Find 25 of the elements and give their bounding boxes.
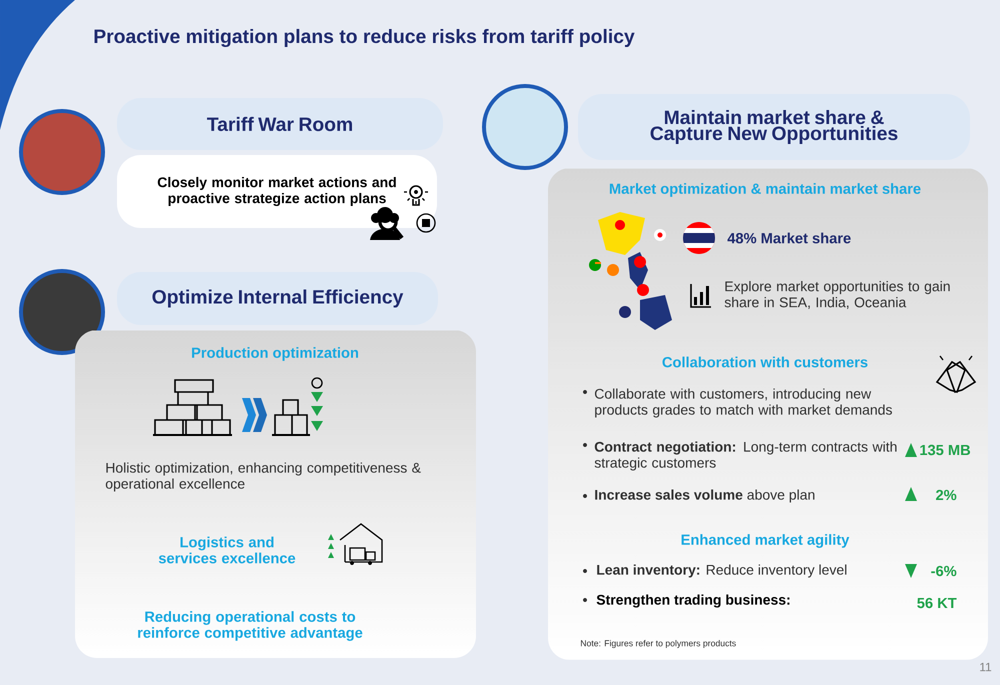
bullet-text: Strengthen trading business: (596, 594, 790, 608)
bullet-text: Contract negotiation: Long-term contracts with strategic customers (594, 441, 896, 471)
heading-pill: Tariff War Room (117, 98, 443, 150)
bullet-text: Lean inventory: Reduce inventory level (597, 564, 846, 578)
value-text: 56 KT (917, 598, 957, 608)
heading-pill: Maintain market share & Capture New Opportunities (578, 94, 970, 160)
value-text: -6% (931, 566, 956, 576)
market-share-text: 48% Market share (728, 232, 851, 244)
heading-pill: Optimize Internal Efficiency (117, 272, 438, 325)
subheading: Collaboration with customers (662, 356, 868, 368)
description-box: Closely monitor market actions and proactive strategize action plans (117, 155, 437, 228)
bullet-text: Collaborate with customers, introducing new products grades to match with market demands (594, 388, 892, 418)
page-number: 11 (980, 662, 992, 672)
subheading: Market optimization & maintain market share (610, 183, 921, 197)
title: Proactive mitigation plans to reduce risks from tariff policy (94, 28, 635, 48)
body-text: Explore market opportunities to gain share in SEA, India, Oceania (724, 281, 950, 309)
note-text: Note: Figures refer to polymers products (580, 640, 736, 648)
value-text: 135 MB (920, 444, 970, 456)
body-text: Holistic optimization, enhancing competitiveness & operational excellence (106, 462, 421, 492)
subheading: Enhanced market agility (682, 534, 850, 548)
subheading: Reducing operational costs to reinforce competitive advantage (138, 611, 362, 641)
subheading: Logistics and services excellence (158, 536, 296, 564)
value-text: 2% (936, 490, 956, 500)
subheading: Production optimization (192, 347, 358, 361)
bullet-text: Increase sales volume above plan (595, 489, 814, 503)
